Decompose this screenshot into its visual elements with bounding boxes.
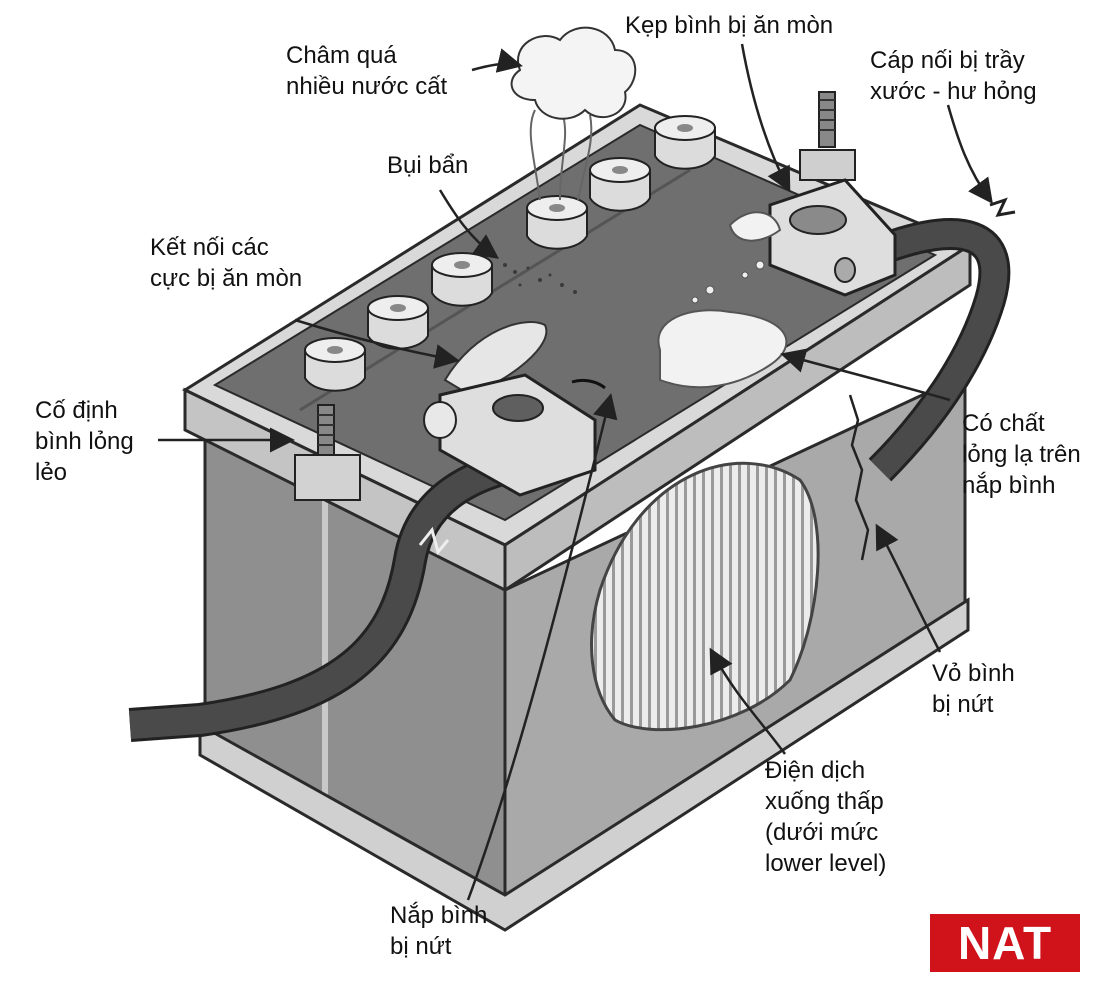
case-crack — [848, 394, 870, 561]
label-clamp-corrosion: Kẹp bình bị ăn mòn — [625, 12, 834, 39]
label-loose-mount: Cố định bình lỏng lẻo — [35, 397, 134, 486]
vent-cap — [526, 195, 588, 250]
left-cable — [128, 443, 548, 742]
vent-cap — [304, 337, 366, 392]
label-cable-damage: Cáp nối bị trầy xước - hư hỏng — [870, 47, 1037, 105]
positive-terminal-clamp — [423, 373, 597, 497]
negative-terminal-clamp-corroded — [691, 178, 897, 304]
nat-logo: NAT — [930, 914, 1080, 972]
vent-cap — [367, 295, 429, 350]
label-liquid-on-top: Có chất lỏng lạ trên nắp bình — [962, 410, 1081, 499]
positive-terminal-post — [294, 404, 361, 501]
negative-terminal-post — [799, 91, 856, 181]
label-terminal-corrosion: Kết nối các cực bị ăn mòn — [150, 234, 303, 292]
label-case-crack: Vỏ bình bị nứt — [932, 660, 1015, 718]
label-overfill: Châm quá nhiều nước cất — [286, 42, 448, 100]
vent-cap — [589, 157, 651, 212]
label-low-electrolyte: Điện dịch xuống thấp (dưới mức lower lev… — [765, 757, 887, 877]
overflow-steam-cloud — [510, 26, 637, 201]
cell-plates-window — [590, 461, 820, 732]
right-cable — [868, 197, 1016, 482]
battery-bottom-flange — [198, 597, 970, 932]
dirt-specks — [503, 263, 577, 294]
vent-cap — [431, 252, 493, 307]
label-cover-crack: Nắp bình bị nứt — [390, 902, 488, 960]
vent-cap — [654, 115, 716, 170]
label-dirt: Bụi bẩn — [387, 152, 469, 179]
leader-arrows — [158, 43, 993, 901]
